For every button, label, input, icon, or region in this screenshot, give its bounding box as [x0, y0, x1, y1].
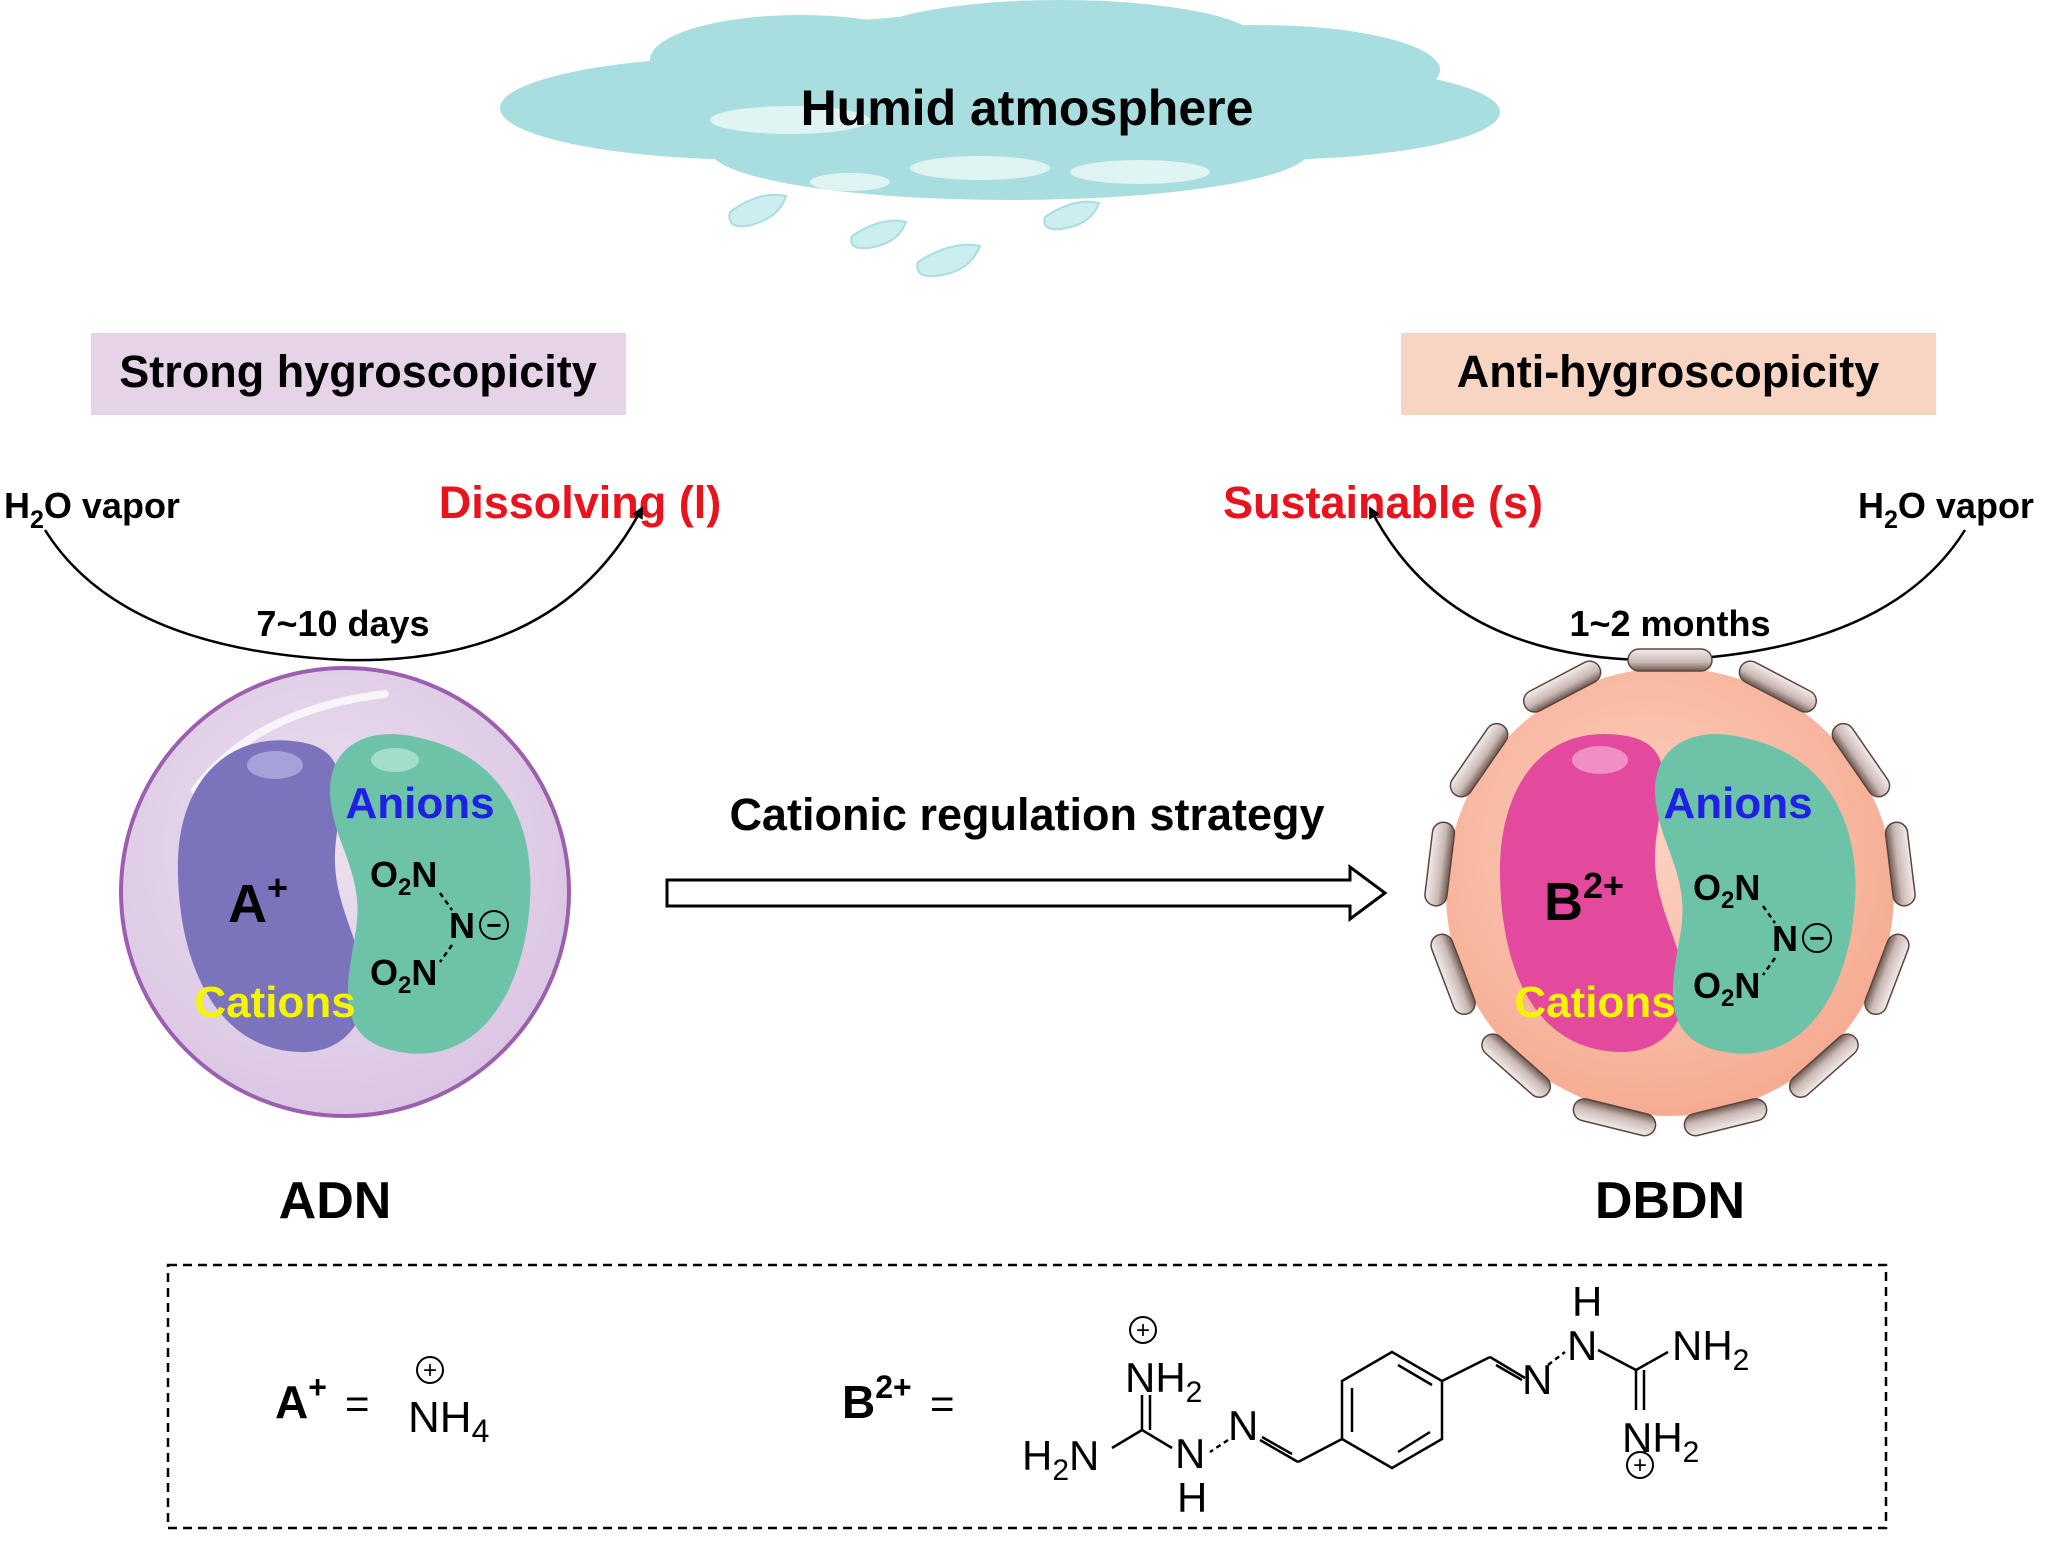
strategy-arrow	[665, 864, 1388, 922]
svg-text:N: N	[1567, 1322, 1597, 1369]
adn-cation-lobe	[177, 740, 366, 1053]
dbdn-cation-lobe	[1500, 733, 1686, 1053]
dbdn-cations-label: Cations	[1514, 978, 1675, 1027]
dbdn-minus-charge: −	[1809, 923, 1824, 953]
svg-text:N: N	[1228, 1402, 1258, 1449]
adn-minus-charge: −	[486, 910, 501, 940]
shell-segment	[1424, 821, 1456, 907]
ammonium-formula: + NH4	[408, 1356, 489, 1449]
svg-text:H: H	[1572, 1278, 1602, 1325]
dbdn-name: DBDN	[1595, 1172, 1745, 1230]
strategy-label: Cationic regulation strategy	[729, 789, 1324, 840]
cloud: Humid atmosphere	[500, 0, 1500, 278]
left-process: H2O vapor Dissolving (l) 7~10 days	[4, 477, 722, 662]
svg-text:+: +	[423, 1357, 437, 1384]
svg-text:NH2: NH2	[1125, 1354, 1202, 1409]
dbdn-dinitramide: O2N N − O2N	[1693, 867, 1832, 1012]
adn-o2n-top: O2N	[370, 854, 437, 901]
adn-center-n: N	[449, 905, 475, 946]
strategy-arrow-group: Cationic regulation strategy	[665, 789, 1388, 922]
svg-text:+: +	[1136, 1317, 1150, 1344]
right-outcome-label: Sustainable (s)	[1223, 477, 1543, 528]
legend-a-symbol: A+	[275, 1369, 327, 1428]
dbdn-o2n-top: O2N	[1693, 867, 1760, 914]
svg-text:+: +	[1633, 1452, 1647, 1479]
svg-text:NH2: NH2	[1672, 1322, 1749, 1377]
svg-text:N: N	[1175, 1430, 1205, 1477]
adn-dinitramide: O2N N − O2N	[370, 854, 509, 999]
left-process-arc	[43, 506, 644, 662]
dbdn-anion-lobe	[1655, 734, 1856, 1054]
shell-segment	[1430, 933, 1476, 1016]
svg-text:NH4: NH4	[408, 1393, 489, 1449]
dbdn-cation-labels: + NH2 H2N N H N N N H NH2 NH2 +	[1022, 1278, 1749, 1521]
shell-segment	[1449, 722, 1509, 798]
shell-segment	[1627, 648, 1713, 672]
adn-name: ADN	[279, 1172, 392, 1230]
dbdn-anions-label: Anions	[1663, 779, 1812, 828]
dbdn-o2n-bottom: O2N	[1693, 965, 1760, 1012]
left-property-label: Strong hygroscopicity	[119, 346, 597, 397]
left-duration-label: 7~10 days	[256, 603, 429, 644]
adn-anions-label: Anions	[345, 779, 494, 828]
right-property-label: Anti-hygroscopicity	[1457, 346, 1880, 397]
shell-segment	[1522, 660, 1602, 713]
legend-a-equals: =	[345, 1380, 370, 1427]
right-duration-label: 1~2 months	[1569, 603, 1770, 644]
legend-box: A+ = + NH4 B2+ =	[166, 1263, 1888, 1530]
dbdn-sphere: Anions B2+ Cations O2N N − O2N	[1424, 648, 1916, 1137]
adn-cations-label: Cations	[194, 978, 355, 1027]
dbdn-cation-symbol: B2+	[1544, 865, 1624, 932]
shell-segment	[1884, 821, 1916, 907]
cloud-label: Humid atmosphere	[801, 80, 1254, 136]
left-h2o-vapor-label: H2O vapor	[4, 485, 180, 534]
legend-b-symbol: B2+	[842, 1369, 912, 1428]
dbdn-cation-structure	[1111, 1348, 1669, 1470]
left-outcome-label: Dissolving (l)	[439, 477, 722, 528]
dbdn-center-n: N	[1772, 918, 1798, 959]
shell-segment	[1864, 933, 1910, 1016]
svg-text:H: H	[1177, 1474, 1207, 1521]
adn-anion-lobe	[330, 734, 531, 1054]
shell-segment	[1572, 1098, 1657, 1137]
right-h2o-vapor-label: H2O vapor	[1858, 485, 2034, 534]
svg-text:N: N	[1522, 1356, 1552, 1403]
shell-segment	[1788, 1033, 1859, 1098]
left-property-box: Strong hygroscopicity	[91, 333, 626, 415]
right-process: H2O vapor Sustainable (s) 1~2 months	[1223, 477, 2034, 662]
shell-segment	[1831, 722, 1891, 798]
svg-text:NH2: NH2	[1622, 1414, 1699, 1469]
svg-text:H2N: H2N	[1022, 1432, 1099, 1487]
adn-o2n-bottom: O2N	[370, 952, 437, 999]
shell-segment	[1683, 1098, 1768, 1137]
shell-segment	[1481, 1033, 1552, 1098]
legend-b-equals: =	[930, 1380, 955, 1427]
dbdn-protective-shell	[1424, 648, 1916, 1137]
right-property-box: Anti-hygroscopicity	[1401, 333, 1936, 415]
adn-sphere: Anions A+ Cations O2N N − O2N	[119, 666, 571, 1118]
adn-cation-symbol: A+	[228, 867, 288, 934]
shell-segment	[1738, 660, 1818, 713]
